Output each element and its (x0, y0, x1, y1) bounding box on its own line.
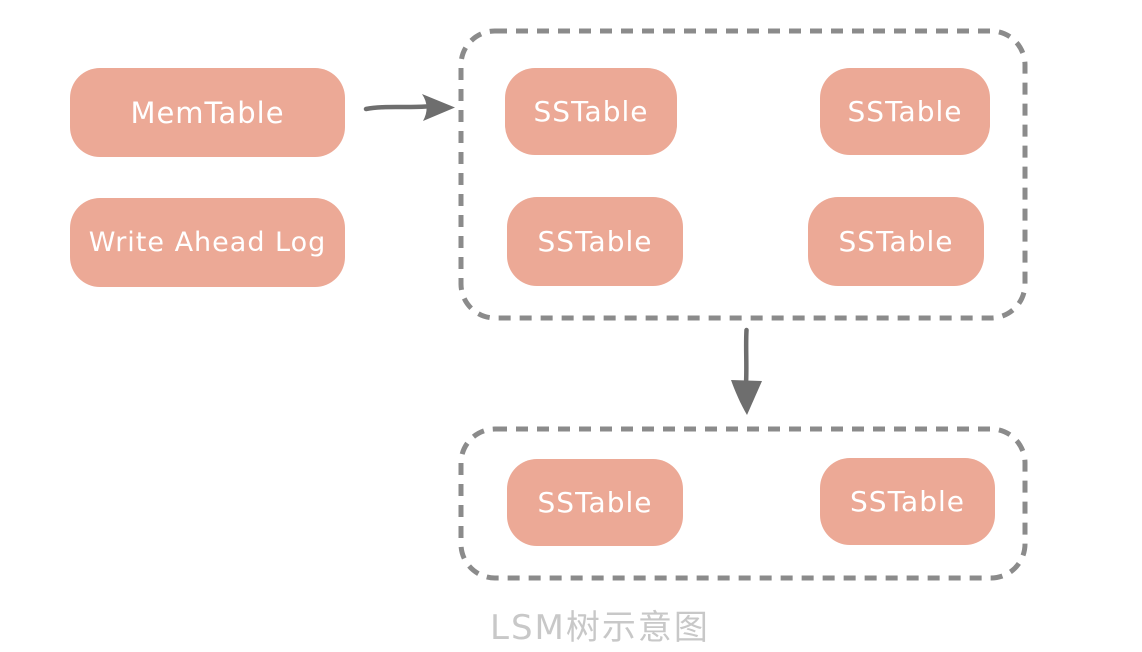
sstable-node: SSTable (507, 197, 683, 286)
level2-container-border (458, 426, 1028, 581)
write-ahead-log-node: Write Ahead Log (70, 198, 345, 287)
diagram-caption: LSM树示意图 (490, 608, 710, 648)
level1-container-border (458, 28, 1028, 321)
sstable-node: SSTable (808, 197, 984, 286)
arrow-down-icon (731, 327, 762, 415)
sstable-node: SSTable (507, 459, 683, 546)
sstable-node: SSTable (820, 458, 995, 545)
memtable-node: MemTable (70, 68, 345, 157)
sstable-node: SSTable (505, 68, 677, 155)
sstable-node: SSTable (820, 68, 990, 155)
arrow-right-icon (363, 94, 455, 121)
